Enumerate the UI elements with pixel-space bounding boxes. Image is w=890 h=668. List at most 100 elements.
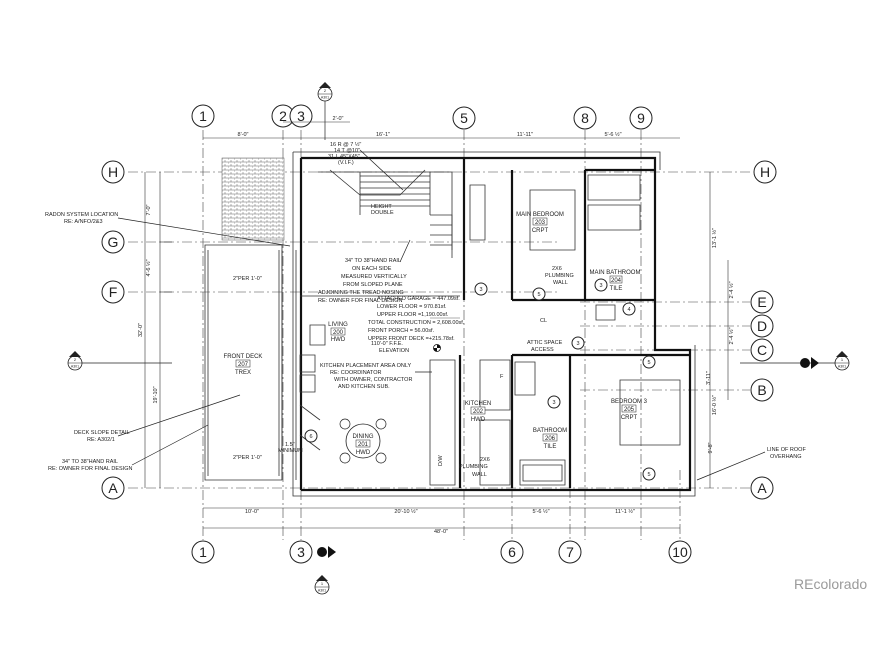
svg-text:14 T @10": 14 T @10"	[334, 148, 360, 154]
svg-text:2"PER 1'-0": 2"PER 1'-0"	[233, 276, 262, 282]
svg-text:31 L 45"X45": 31 L 45"X45"	[328, 154, 360, 160]
svg-text:4'-6 ½": 4'-6 ½"	[145, 259, 152, 276]
svg-text:2'-0": 2'-0"	[333, 116, 344, 122]
svg-text:206: 206	[545, 436, 556, 442]
svg-text:1: 1	[321, 581, 324, 586]
svg-text:LOWER FLOOR = 970.81sf.: LOWER FLOOR = 970.81sf.	[377, 304, 447, 310]
grid-label: 8	[581, 110, 589, 126]
svg-text:204: 204	[611, 278, 622, 284]
svg-text:FRONT DECK: FRONT DECK	[224, 354, 263, 360]
svg-text:16'-1": 16'-1"	[376, 132, 390, 138]
svg-text:ATTIC SPACE: ATTIC SPACE	[527, 340, 563, 346]
svg-text:F: F	[500, 374, 504, 380]
svg-text:TOTAL CONSTRUCTION = 2,608.00s: TOTAL CONSTRUCTION = 2,608.00sf.	[368, 320, 465, 326]
svg-text:200: 200	[333, 330, 344, 336]
svg-text:RE: OWNER FOR FINAL DESIGN: RE: OWNER FOR FINAL DESIGN	[318, 298, 402, 304]
svg-text:48'-0": 48'-0"	[434, 529, 448, 535]
section-marker-left: 2 A301	[67, 351, 172, 371]
grid-label: 3	[297, 544, 305, 560]
svg-text:RE: COORDINATOR: RE: COORDINATOR	[330, 370, 381, 376]
svg-text:CRPT: CRPT	[621, 415, 638, 421]
room-bathroom: BATHROOM 206 TILE	[533, 428, 567, 450]
svg-text:TREX: TREX	[235, 370, 251, 376]
tags: 3 5 3 3 4 5 3 5 6	[304, 278, 656, 481]
svg-text:ADJOINING THE TREAD NOSING: ADJOINING THE TREAD NOSING	[318, 290, 404, 296]
svg-text:2: 2	[324, 88, 327, 93]
svg-text:TILE: TILE	[610, 286, 623, 292]
svg-text:205: 205	[624, 407, 635, 413]
grid-label: 10	[672, 544, 688, 560]
grid-label: A	[757, 480, 767, 496]
svg-text:19'-10": 19'-10"	[153, 386, 159, 403]
svg-text:FRONT PORCH = 56.00s: FRONT PORCH = 56.00sf.	[368, 328, 435, 334]
walls	[204, 151, 696, 497]
room-bedroom-3: BEDROOM 3 205 CRPT	[611, 399, 648, 421]
grid-label: A	[108, 480, 118, 496]
svg-text:UPPER FLOOR =1,190.00sf.: UPPER FLOOR =1,190.00sf.	[377, 312, 449, 318]
handrail-note: 34" TO 38"HAND RAIL ON EACH SIDE MEASURE…	[318, 239, 411, 304]
svg-text:HWD: HWD	[471, 417, 486, 423]
svg-text:2X6: 2X6	[480, 457, 490, 463]
svg-text:5: 5	[537, 292, 540, 298]
svg-text:WITH OWNER, CONTRACTOR: WITH OWNER, CONTRACTOR	[334, 377, 412, 383]
right-notes: LINE OF ROOF OVERHANG	[696, 447, 806, 481]
svg-text:UPPER FRONT DECK =+215.78sf.: UPPER FRONT DECK =+215.78sf.	[368, 336, 455, 342]
svg-text:9'-8": 9'-8"	[708, 442, 714, 453]
grid-label: 5	[460, 110, 468, 126]
svg-text:A301: A301	[71, 365, 79, 369]
svg-text:MAIN BEDROOM: MAIN BEDROOM	[516, 212, 564, 218]
svg-text:RE: A/NFO/2&3: RE: A/NFO/2&3	[64, 219, 103, 225]
svg-text:32'-0": 32'-0"	[138, 323, 144, 337]
svg-text:5: 5	[647, 472, 650, 478]
svg-text:ELEVATION: ELEVATION	[379, 348, 409, 354]
svg-text:CL: CL	[540, 318, 547, 324]
svg-text:2'-4 ½": 2'-4 ½"	[728, 327, 735, 344]
svg-text:1.5": 1.5"	[285, 442, 295, 448]
svg-text:MAIN BATHROOM: MAIN BATHROOM	[590, 270, 641, 276]
svg-text:HEIGHT: HEIGHT	[371, 204, 392, 210]
svg-text:13'-1 ½": 13'-1 ½"	[711, 228, 718, 248]
grid-label: 9	[637, 110, 645, 126]
svg-text:2'-4 ½": 2'-4 ½"	[728, 281, 735, 298]
room-living: LIVING 200 HWD	[328, 322, 348, 343]
svg-text:DOUBLE: DOUBLE	[371, 210, 394, 216]
svg-text:3: 3	[599, 283, 602, 289]
svg-text:KITCHEN PLACEMENT AREA ONLY: KITCHEN PLACEMENT AREA ONLY	[320, 363, 412, 369]
svg-text:MEASURED VERTICALLY: MEASURED VERTICALLY	[341, 274, 407, 280]
grid-bubbles-top: 1 2 3 5 8 9	[191, 104, 653, 130]
svg-text:LINE OF ROOF: LINE OF ROOF	[767, 447, 806, 453]
left-notes: RADON SYSTEM LOCATION RE: A/NFO/2&3 DECK…	[45, 212, 291, 472]
svg-text:2"PER 1'-0": 2"PER 1'-0"	[233, 455, 262, 461]
svg-text:2X6: 2X6	[552, 266, 562, 272]
room-main-bathroom: MAIN BATHROOM 204 TILE	[590, 270, 641, 292]
grid-label: 6	[508, 544, 516, 560]
svg-text:FROM SLOPED PLANE: FROM SLOPED PLANE	[343, 282, 403, 288]
svg-text:4: 4	[627, 307, 630, 313]
room-main-bedroom: MAIN BEDROOM 203 CRPT	[516, 212, 564, 234]
svg-text:RADON SYSTEM LOCATION: RADON SYSTEM LOCATION	[45, 212, 118, 218]
svg-text:WALL: WALL	[553, 280, 568, 286]
grid-label: 2	[279, 108, 287, 124]
svg-text:A301: A301	[838, 365, 846, 369]
svg-text:11'-1 ½": 11'-1 ½"	[615, 508, 635, 515]
kitchen-note: KITCHEN PLACEMENT AREA ONLY RE: COORDINA…	[320, 363, 432, 390]
section-marker-top: 2 A301	[317, 82, 333, 140]
grid-bubbles-right: H E D C B A	[750, 160, 777, 500]
svg-text:1: 1	[841, 357, 844, 362]
section-marker-right: 1 A301	[740, 351, 850, 371]
svg-text:7'-0": 7'-0"	[146, 204, 152, 215]
svg-text:3: 3	[552, 400, 555, 406]
svg-text:AND KITCHEN SUB.: AND KITCHEN SUB.	[338, 384, 390, 390]
svg-text:CRPT: CRPT	[532, 228, 549, 234]
misc-notes: ATTIC SPACE ACCESS 2X6 PLUMBING WALL 2X6…	[233, 266, 574, 478]
svg-text:RE: A302/1: RE: A302/1	[87, 437, 115, 443]
svg-text:201: 201	[358, 442, 369, 448]
elevation-mark: 110'-0" F.F.E. ELEVATION	[371, 341, 441, 354]
svg-text:LIVING: LIVING	[328, 322, 348, 328]
svg-text:2: 2	[74, 357, 77, 362]
dimension-lines: 8'-0" 16'-1" 11'-11" 5'-6 ½" 2'-0" 10'-0…	[138, 116, 735, 535]
svg-text:20'-10 ½": 20'-10 ½"	[394, 508, 417, 515]
svg-text:34" TO 38"HAND RAIL: 34" TO 38"HAND RAIL	[345, 258, 401, 264]
svg-text:5'-6 ½": 5'-6 ½"	[532, 508, 549, 515]
